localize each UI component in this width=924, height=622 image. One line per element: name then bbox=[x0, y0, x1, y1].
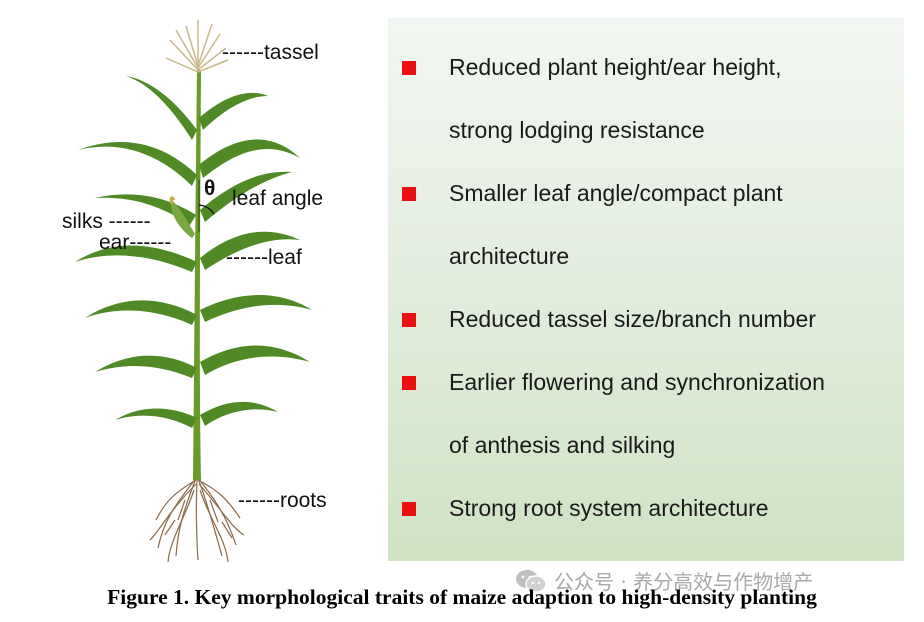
leaf-angle-arc bbox=[198, 204, 215, 215]
watermark: 公众号 · 养分高效与作物增产 bbox=[514, 566, 813, 595]
tassel-label: ------tassel bbox=[222, 41, 319, 64]
maize-plant-illustration bbox=[75, 20, 312, 563]
trait-text: Reduced tassel size/branch number bbox=[449, 306, 816, 332]
red-square-bullet-icon bbox=[402, 313, 416, 327]
ear-label: ear------ bbox=[99, 231, 172, 254]
red-square-bullet-icon bbox=[402, 61, 416, 75]
trait-text: Smaller leaf angle/compact plant bbox=[449, 180, 783, 206]
roots-label: ------roots bbox=[238, 489, 327, 512]
red-square-bullet-icon bbox=[402, 187, 416, 201]
silks-label: silks ------ bbox=[62, 210, 151, 233]
maize-plant-diagram: ------tassel θ leaf angle silks ------ e… bbox=[0, 0, 385, 570]
wechat-icon bbox=[516, 569, 547, 593]
trait-text: Earlier flowering and synchronization bbox=[449, 369, 825, 395]
figure-caption: Figure 1. Key morphological traits of ma… bbox=[107, 585, 817, 609]
ear-graphic bbox=[169, 196, 195, 238]
red-square-bullet-icon bbox=[402, 502, 416, 516]
watermark-text: 公众号 · 养分高效与作物增产 bbox=[554, 570, 814, 594]
red-square-bullet-icon bbox=[402, 376, 416, 390]
trait-text: of anthesis and silking bbox=[449, 432, 676, 458]
trait-text: architecture bbox=[449, 243, 570, 269]
leaf-angle-label: leaf angle bbox=[232, 187, 324, 210]
trait-text: Reduced plant height/ear height, bbox=[449, 54, 782, 80]
trait-text: strong lodging resistance bbox=[449, 117, 705, 143]
trait-text: Strong root system architecture bbox=[449, 495, 769, 521]
leaf-label: ------leaf bbox=[226, 246, 302, 269]
roots-graphic bbox=[149, 477, 245, 563]
traits-panel: Reduced plant height/ear height, strong … bbox=[388, 18, 904, 561]
theta-symbol: θ bbox=[204, 177, 216, 200]
stem-graphic bbox=[193, 70, 201, 480]
tassel-graphic bbox=[165, 20, 229, 73]
